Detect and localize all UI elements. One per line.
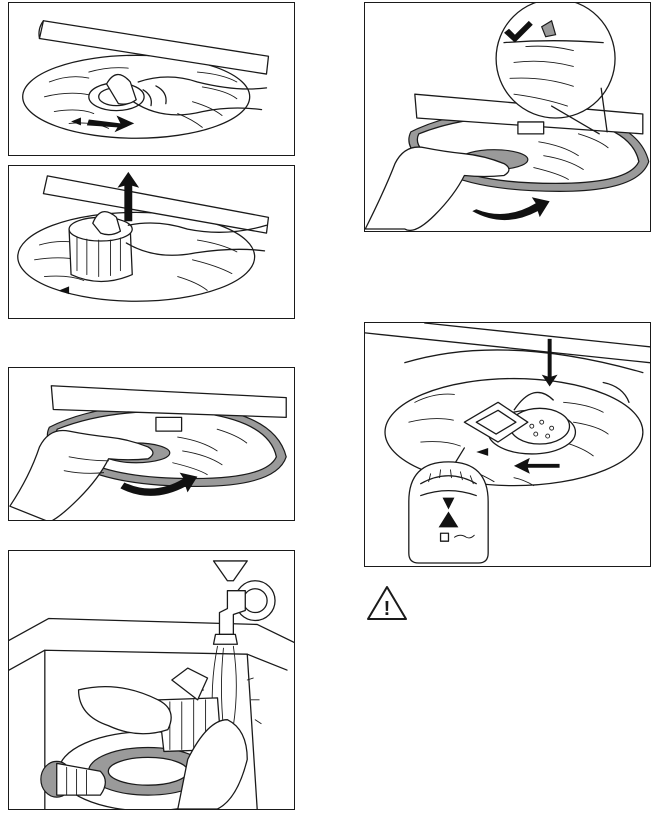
step-panel-rinse-filters	[8, 550, 295, 810]
rotate-filter-illustration	[9, 3, 294, 155]
lift-filter-illustration	[9, 166, 294, 318]
warning-symbol: !	[384, 598, 391, 620]
step-panel-insert-lock-filter	[364, 322, 651, 567]
insert-and-lock-filter-illustration	[365, 323, 650, 566]
refit-flat-filter-illustration	[365, 3, 650, 231]
remove-flat-filter-illustration	[9, 368, 294, 520]
step-panel-refit-flat-filter	[364, 2, 651, 232]
step-panel-rotate-filter	[8, 2, 295, 156]
warning-triangle-icon: !	[366, 585, 408, 621]
step-panel-lift-filter	[8, 165, 295, 319]
step-panel-remove-flat-filter	[8, 367, 295, 521]
rinse-filters-under-tap-illustration	[9, 551, 294, 809]
